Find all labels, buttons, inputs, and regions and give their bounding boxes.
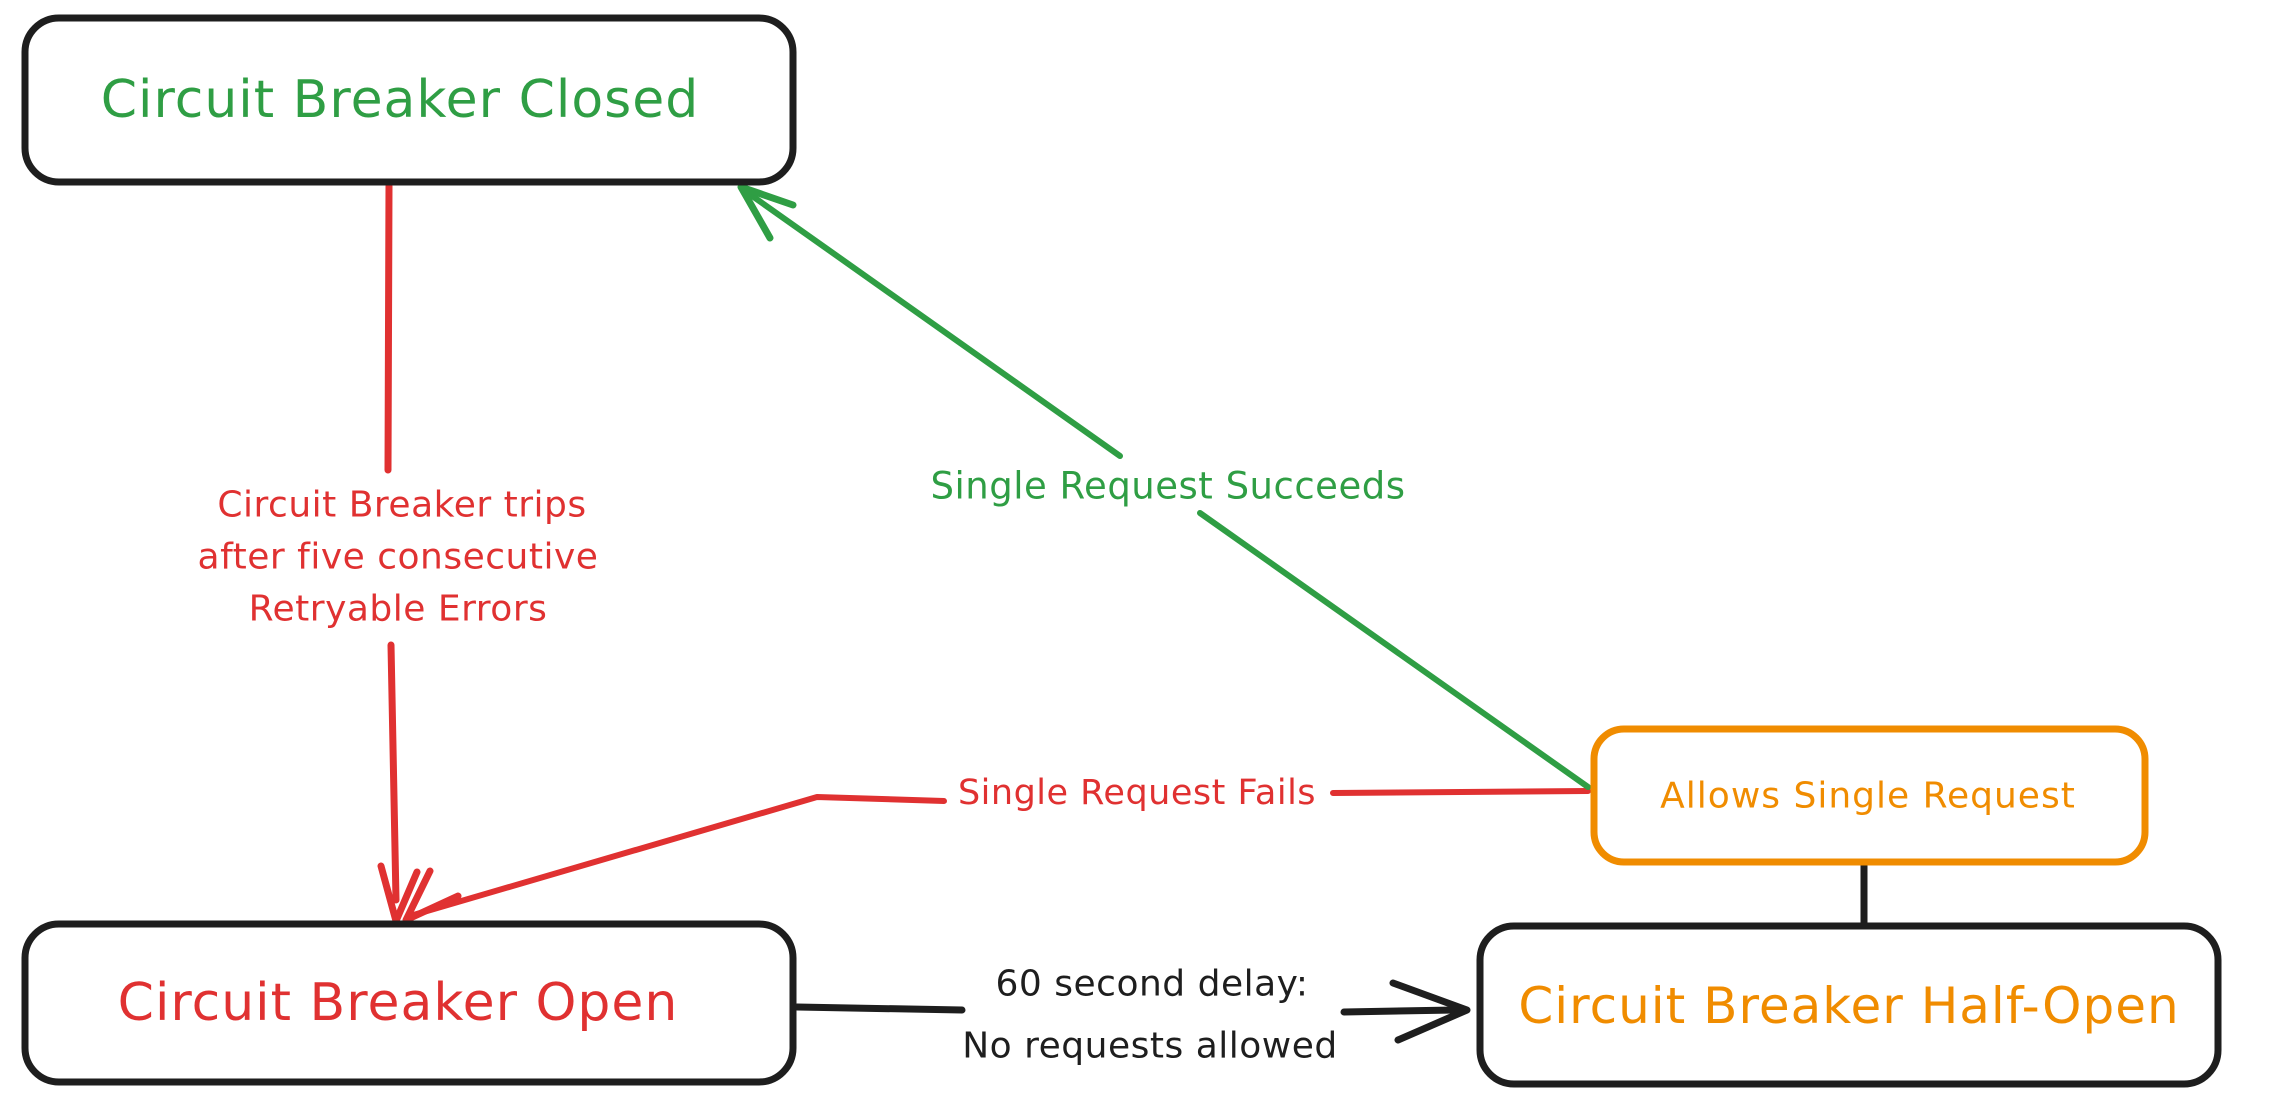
edge-fails-arrowhead [402,867,462,924]
edge-delay-arrowhead [1389,979,1471,1044]
edge-fails-line-left [407,794,947,919]
node-closed-label: Circuit Breaker Closed [101,70,700,130]
edge-trip-label: Circuit Breaker trips after five consecu… [198,485,599,630]
edge-trip-label-line-1: Circuit Breaker trips [217,485,586,526]
edge-delay-label-line-1: 60 second delay: [996,964,1309,1005]
edge-delay-label: 60 second delay: No requests allowed [962,964,1337,1067]
edge-succeeds-line-upper [745,190,1123,459]
edge-fails-label: Single Request Fails [958,773,1316,813]
edge-trip-label-line-2: after five consecutive [198,537,599,578]
node-open: Circuit Breaker Open [21,920,797,1086]
node-allows-single-request: Allows Single Request [1590,725,2149,866]
edge-delay-line-right [1340,1006,1459,1016]
edge-succeeds-label: Single Request Succeeds [931,465,1406,508]
edge-delay [793,979,1471,1044]
edge-delay-line-left [793,1003,966,1014]
edge-fails-line-right [1330,788,1591,796]
node-closed-box [21,14,797,186]
node-half-open: Circuit Breaker Half-Open [1476,922,2222,1088]
node-open-box [21,920,797,1086]
edge-trip-arrowhead [377,862,421,925]
node-allows-single-request-box [1590,725,2149,866]
node-closed: Circuit Breaker Closed [21,14,797,186]
edge-single-request-succeeds [737,183,1591,790]
edge-trip-line-upper [384,182,393,474]
edge-succeeds-line-lower [1197,510,1591,790]
edge-delay-label-line-2: No requests allowed [962,1026,1337,1067]
node-half-open-label: Circuit Breaker Half-Open [1518,977,2179,1035]
node-half-open-box [1476,922,2222,1088]
node-allows-single-request-label: Allows Single Request [1660,776,2076,817]
edge-trip [377,182,421,925]
edge-trip-line-lower [387,641,400,904]
node-open-label: Circuit Breaker Open [118,973,679,1033]
edge-trip-label-line-3: Retryable Errors [249,589,548,630]
edge-single-request-fails [402,788,1591,924]
edge-succeeds-arrowhead [737,183,797,242]
